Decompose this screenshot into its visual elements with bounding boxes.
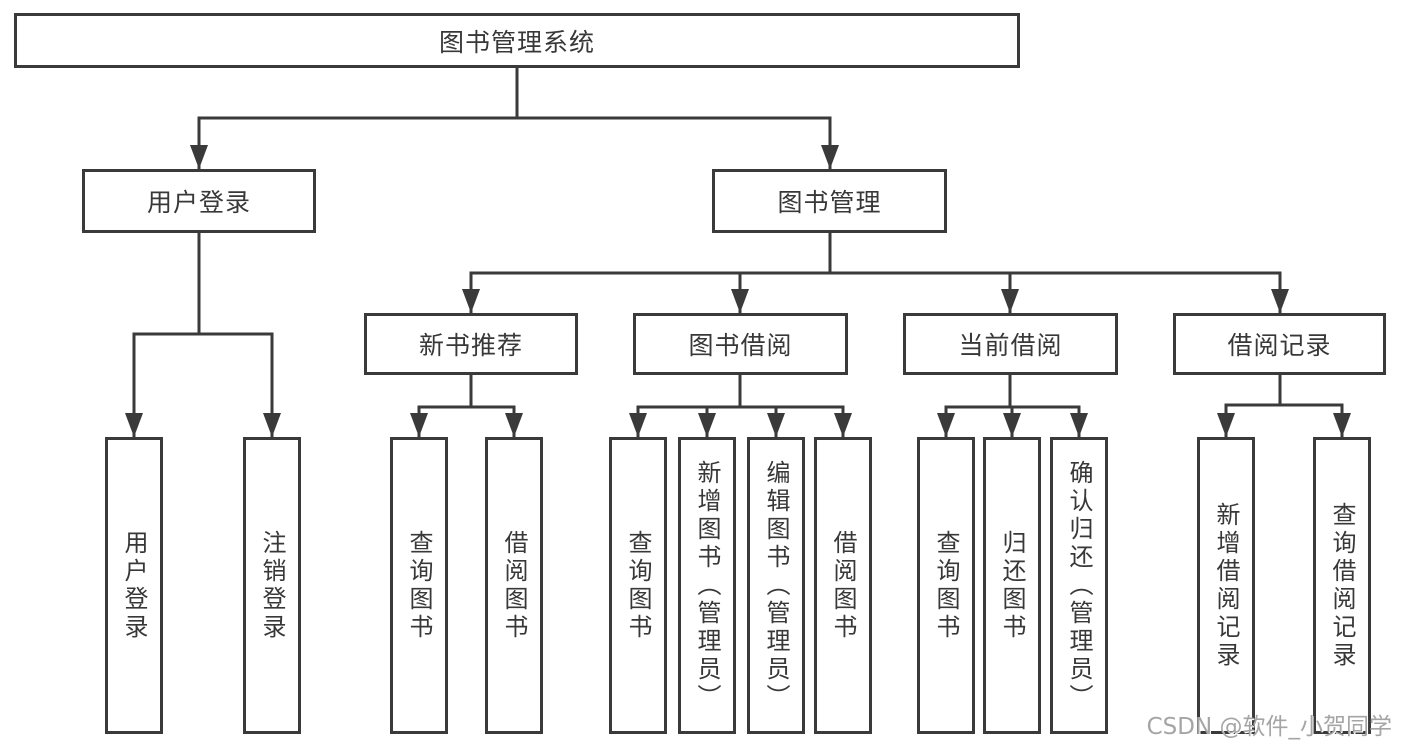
node-query-borrow-record: 查询借阅记录 — [1313, 437, 1371, 734]
node-book-management: 图书管理 — [712, 169, 947, 233]
node-edit-books-admin: 编辑图书（管理员） — [747, 437, 805, 734]
node-logout-action: 注销登录 — [243, 437, 301, 734]
node-query-books-recommend: 查询图书 — [390, 437, 448, 734]
node-borrow-books-borrowing: 借阅图书 — [814, 437, 872, 734]
node-current-borrowing: 当前借阅 — [903, 313, 1118, 375]
node-borrowing-records: 借阅记录 — [1173, 313, 1386, 375]
node-user-login-action: 用户登录 — [105, 437, 163, 734]
node-return-books: 归还图书 — [983, 437, 1041, 734]
node-new-book-recommendation: 新书推荐 — [364, 313, 578, 375]
node-book-borrowing: 图书借阅 — [633, 313, 848, 375]
node-confirm-return-admin: 确认归还（管理员） — [1050, 437, 1108, 734]
node-add-books-admin: 新增图书（管理员） — [678, 437, 736, 734]
node-add-borrow-record: 新增借阅记录 — [1197, 437, 1255, 734]
node-library-management-system: 图书管理系统 — [14, 13, 1020, 68]
node-query-books-current: 查询图书 — [917, 437, 975, 734]
node-borrow-books-recommend: 借阅图书 — [485, 437, 543, 734]
node-query-books-borrowing: 查询图书 — [609, 437, 667, 734]
csdn-watermark: CSDN @软件_小贺同学 — [1146, 714, 1392, 740]
node-user-login: 用户登录 — [82, 169, 316, 233]
